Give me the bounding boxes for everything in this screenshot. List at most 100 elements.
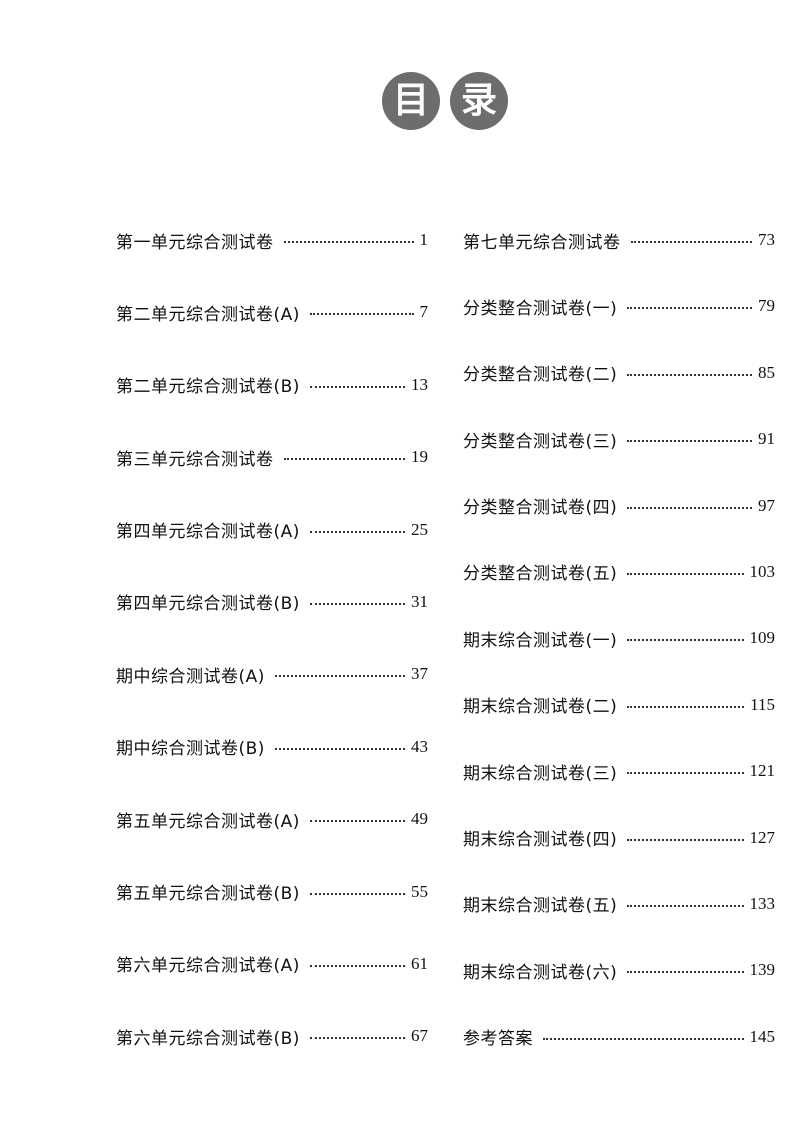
toc-dot-leader	[627, 440, 752, 443]
toc-entry[interactable]: 第四单元综合测试卷(B) 31	[116, 578, 428, 626]
toc-entry[interactable]: 分类整合测试卷(二) 85	[463, 349, 775, 397]
title-char-1: 目	[382, 72, 440, 130]
toc-entry-page: 73	[758, 230, 775, 249]
toc-dot-leader	[627, 307, 752, 310]
toc-entry-title: 第四单元综合测试卷(B)	[116, 594, 300, 615]
toc-entry-page: 109	[749, 628, 776, 648]
toc-entry[interactable]: 期末综合测试卷(一) 109	[463, 614, 775, 662]
toc-entry-page: 127	[749, 827, 776, 847]
toc-entry[interactable]: 第五单元综合测试卷(B) 55	[116, 868, 428, 916]
toc-dot-leader	[309, 1037, 405, 1040]
toc-dot-leader	[627, 838, 744, 841]
toc-entry[interactable]: 第四单元综合测试卷(A) 25	[116, 506, 428, 554]
title-char-2: 录	[450, 72, 508, 130]
toc-entry-page: 19	[411, 447, 428, 467]
toc-dot-leader	[627, 772, 744, 775]
toc-entry[interactable]: 分类整合测试卷(五) 103	[463, 548, 775, 596]
toc-entry[interactable]: 期中综合测试卷(B) 43	[116, 723, 428, 771]
toc-dot-leader	[309, 313, 414, 316]
toc-entry[interactable]: 第七单元综合测试卷 73	[463, 216, 775, 264]
toc-dot-leader	[627, 572, 744, 575]
toc-dot-leader	[630, 241, 752, 243]
toc-entry-title: 期中综合测试卷(A)	[116, 666, 265, 687]
toc-entry-title: 第三单元综合测试卷	[116, 449, 274, 470]
toc-entry[interactable]: 期末综合测试卷(四) 127	[463, 814, 775, 862]
toc-entry-title: 第四单元综合测试卷(A)	[116, 522, 300, 543]
toc-entry[interactable]: 期末综合测试卷(三) 121	[463, 747, 775, 795]
toc-entry-title: 期末综合测试卷(四)	[463, 830, 618, 851]
toc-entry-page: 85	[758, 362, 775, 382]
toc-dot-leader	[627, 506, 752, 509]
toc-entry[interactable]: 期末综合测试卷(五) 133	[463, 880, 775, 928]
toc-entry-title: 第一单元综合测试卷	[116, 232, 274, 253]
toc-entry-page: 145	[749, 1026, 776, 1046]
toc-dot-leader	[309, 820, 405, 823]
toc-entry-page: 37	[411, 664, 428, 684]
toc-entry-page: 61	[411, 953, 428, 973]
toc-entry-title: 参考答案	[463, 1029, 533, 1050]
toc-entry-page: 7	[419, 302, 429, 322]
toc-entry-title: 分类整合测试卷(一)	[463, 298, 618, 319]
toc-entry-page: 55	[411, 881, 428, 901]
toc-entry-page: 25	[411, 519, 428, 539]
toc-entry-title: 第五单元综合测试卷(B)	[116, 884, 300, 905]
toc-entry[interactable]: 第二单元综合测试卷(A) 7	[116, 288, 428, 336]
toc-dot-leader	[309, 892, 405, 895]
toc-entry[interactable]: 参考答案 145	[463, 1013, 775, 1061]
toc-entry-title: 期末综合测试卷(三)	[463, 763, 618, 784]
toc-dot-leader	[309, 530, 405, 533]
toc-entry[interactable]: 期末综合测试卷(六) 139	[463, 946, 775, 994]
toc-dot-leader	[543, 1037, 744, 1040]
toc-entry-page: 1	[419, 230, 429, 249]
toc-dot-leader	[627, 971, 744, 974]
toc-entry-title: 期末综合测试卷(一)	[463, 630, 618, 651]
toc-entry[interactable]: 第五单元综合测试卷(A) 49	[116, 795, 428, 843]
toc-entry-title: 第六单元综合测试卷(A)	[116, 956, 300, 977]
page-title: 目 录	[382, 72, 508, 130]
toc-entry-title: 期末综合测试卷(五)	[463, 896, 618, 917]
toc-entry[interactable]: 分类整合测试卷(四) 97	[463, 482, 775, 530]
toc-dot-leader	[309, 964, 405, 967]
toc-entry-title: 期末综合测试卷(二)	[463, 697, 618, 718]
toc-entry-title: 分类整合测试卷(三)	[463, 431, 618, 452]
toc-dot-leader	[627, 904, 744, 907]
toc-entry-page: 49	[411, 809, 428, 829]
toc-dot-leader	[274, 747, 405, 750]
toc-entry[interactable]: 第一单元综合测试卷 1	[116, 216, 428, 264]
toc-dot-leader	[627, 639, 744, 642]
toc-entry[interactable]: 分类整合测试卷(一) 79	[463, 282, 775, 330]
toc-dot-leader	[309, 385, 405, 388]
toc-dot-leader	[283, 458, 405, 461]
toc-entry-page: 121	[749, 761, 776, 781]
toc-entry-page: 91	[758, 429, 775, 449]
toc-entry-page: 103	[749, 561, 776, 581]
toc-entry-title: 分类整合测试卷(五)	[463, 564, 618, 585]
toc-entry-title: 期中综合测试卷(B)	[116, 739, 265, 760]
toc-entry-title: 期末综合测试卷(六)	[463, 962, 618, 983]
toc-entry[interactable]: 期末综合测试卷(二) 115	[463, 681, 775, 729]
toc-entry-title: 第六单元综合测试卷(B)	[116, 1028, 300, 1049]
toc-entry-page: 139	[749, 960, 776, 980]
toc-entry-title: 分类整合测试卷(四)	[463, 498, 618, 519]
toc-entry-page: 133	[749, 893, 776, 913]
toc-entry-page: 43	[411, 736, 428, 756]
toc-entry[interactable]: 第三单元综合测试卷 19	[116, 433, 428, 481]
toc-dot-leader	[283, 241, 414, 243]
toc-entry[interactable]: 第六单元综合测试卷(A) 61	[116, 940, 428, 988]
toc-entry-page: 115	[750, 694, 775, 714]
toc-entry[interactable]: 期中综合测试卷(A) 37	[116, 650, 428, 698]
toc-entry-page: 79	[758, 296, 775, 316]
toc-entry-title: 第五单元综合测试卷(A)	[116, 811, 300, 832]
toc-entry-title: 第七单元综合测试卷	[463, 232, 621, 253]
toc-entry-page: 67	[411, 1026, 428, 1046]
toc-dot-leader	[309, 602, 405, 605]
toc-entry-page: 97	[758, 495, 775, 515]
toc-entry[interactable]: 分类整合测试卷(三) 91	[463, 415, 775, 463]
toc-entry-page: 31	[411, 591, 428, 611]
toc-entry-title: 第二单元综合测试卷(A)	[116, 304, 300, 325]
toc-right-column: 第七单元综合测试卷 73 分类整合测试卷(一) 79 分类整合测试卷(二) 85 分类…	[463, 216, 775, 1079]
toc-entry-title: 分类整合测试卷(二)	[463, 365, 618, 386]
toc-entry[interactable]: 第二单元综合测试卷(B)13	[116, 361, 428, 409]
toc-entry[interactable]: 第六单元综合测试卷(B) 67	[116, 1012, 428, 1060]
